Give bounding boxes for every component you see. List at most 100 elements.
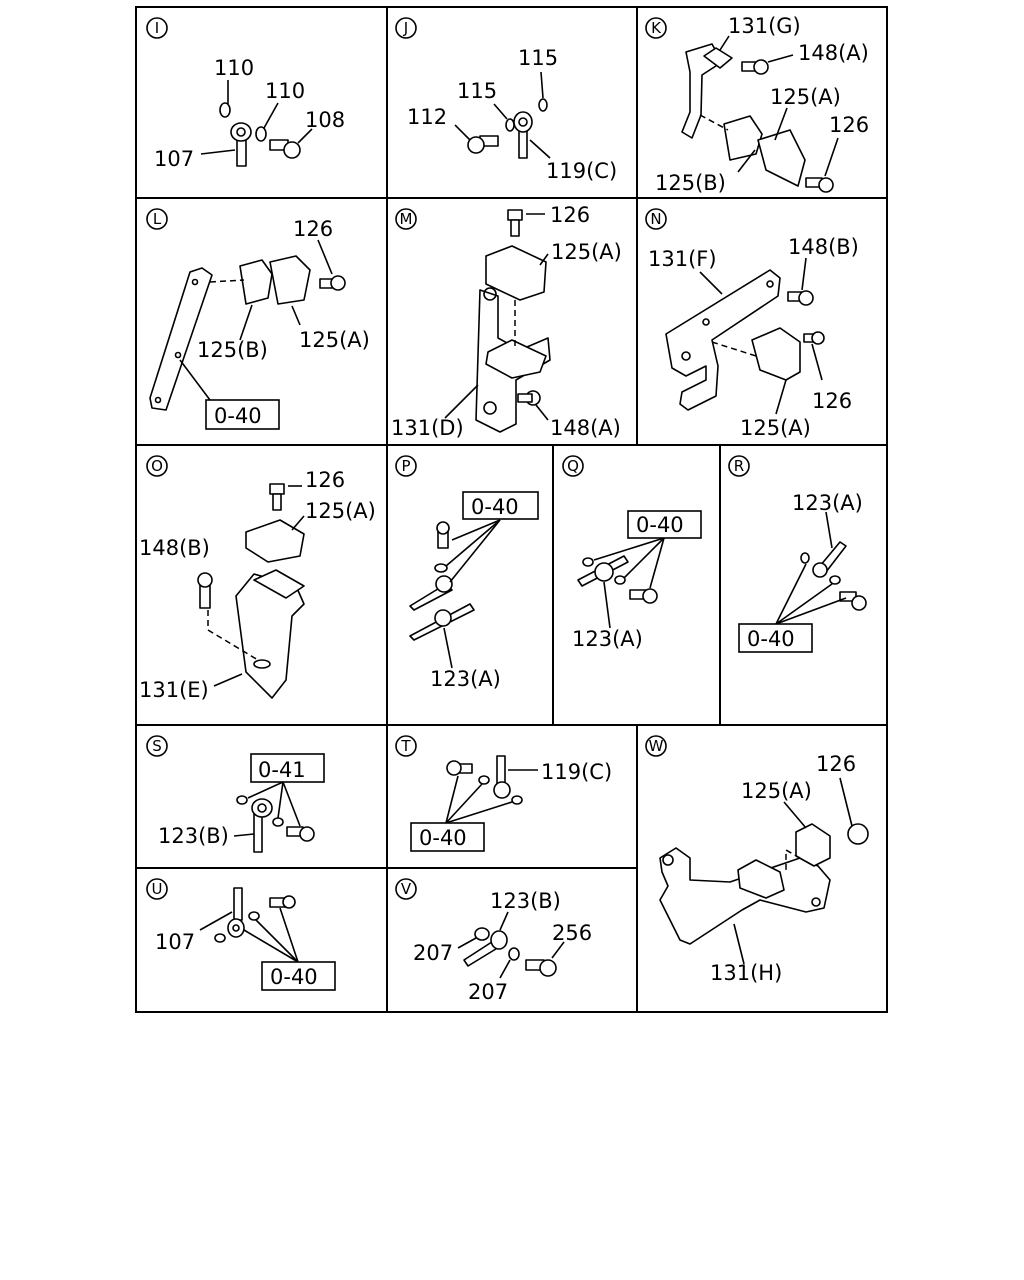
part-label: 148(B): [788, 235, 859, 259]
svg-text:O: O: [151, 457, 163, 475]
panel-l: L 126 125(B) 125(A) 0-40: [146, 208, 370, 430]
part-label: 126: [293, 217, 333, 241]
part-label: 123(A): [792, 491, 863, 515]
part-drawing: [738, 511, 867, 653]
part-label: 125(B): [197, 338, 268, 362]
panel-s: S 0-41 123(B): [146, 735, 325, 853]
panel-letter-n: N: [645, 208, 667, 230]
part-label: 125(A): [770, 85, 841, 109]
part-drawing: [454, 71, 551, 159]
ref-box: 0-40: [636, 513, 684, 537]
part-label: 126: [812, 389, 852, 413]
svg-text:I: I: [155, 19, 159, 37]
part-label: 126: [305, 468, 345, 492]
part-label: 123(B): [158, 824, 229, 848]
part-label: 148(A): [550, 416, 621, 440]
panel-j: J 115 115 112 119(C): [395, 17, 617, 183]
part-label: 115: [457, 79, 497, 103]
panel-letter-q: Q: [562, 455, 584, 477]
part-label: 125(A): [305, 499, 376, 523]
panel-letter-o: O: [146, 455, 168, 477]
svg-text:N: N: [650, 210, 661, 228]
svg-text:M: M: [400, 210, 413, 228]
panel-u: U 107 0-40: [146, 878, 336, 991]
panel-letter-k: K: [645, 17, 667, 39]
part-label: 115: [518, 46, 558, 70]
panel-t: T 119(C) 0-40: [395, 735, 612, 852]
panel-letter-r: R: [728, 455, 750, 477]
part-label: 125(B): [655, 171, 726, 195]
part-label: 131(F): [648, 247, 717, 271]
panel-r: R 123(A) 0-40: [728, 455, 867, 653]
part-label: 123(B): [490, 889, 561, 913]
ref-box: 0-40: [471, 495, 519, 519]
panel-w: W 126 125(A) 131(H): [645, 735, 869, 985]
ref-box: 0-40: [419, 826, 467, 850]
ref-box: 0-40: [747, 627, 795, 651]
part-drawing: [197, 483, 305, 699]
panel-letter-l: L: [146, 208, 168, 230]
panel-letter-w: W: [645, 735, 667, 757]
panel-letter-m: M: [395, 208, 417, 230]
ref-box: 0-40: [214, 404, 262, 428]
panel-n: N 131(F) 148(B) 126 125(A): [645, 208, 859, 440]
part-drawing: [233, 753, 325, 853]
part-label: 131(H): [710, 961, 782, 985]
svg-text:J: J: [403, 19, 408, 37]
part-label: 107: [155, 930, 195, 954]
panel-v: V 123(B) 207 256 207: [395, 878, 592, 1004]
panel-letter-i: I: [146, 17, 168, 39]
part-label: 148(B): [139, 536, 210, 560]
svg-text:S: S: [152, 737, 162, 755]
svg-text:W: W: [649, 737, 664, 755]
part-label: 131(G): [728, 14, 801, 38]
panel-letter-u: U: [146, 878, 168, 900]
part-label: 112: [407, 105, 447, 129]
part-drawing: [149, 239, 346, 430]
panel-grid: [135, 6, 888, 1013]
part-label: 126: [816, 752, 856, 776]
part-label: 131(E): [139, 678, 209, 702]
panel-m: M 126 125(A) 131(D) 148(A): [391, 203, 622, 440]
part-label: 108: [305, 108, 345, 132]
ref-box: 0-40: [270, 965, 318, 989]
part-drawing: [199, 887, 336, 991]
part-drawing: [681, 35, 839, 193]
part-drawing: [200, 80, 313, 167]
part-label: 119(C): [541, 760, 612, 784]
part-label: 125(A): [299, 328, 370, 352]
part-label: 126: [829, 113, 869, 137]
part-label: 107: [154, 147, 194, 171]
part-label: 131(D): [391, 416, 464, 440]
panel-letter-s: S: [146, 735, 168, 757]
panel-o: O 126 125(A) 148(B) 131(E): [139, 455, 376, 702]
part-label: 119(C): [546, 159, 617, 183]
part-label: 123(A): [572, 627, 643, 651]
part-label: 123(A): [430, 667, 501, 691]
part-label: 125(A): [740, 416, 811, 440]
part-drawing: [577, 510, 702, 629]
part-drawing: [665, 257, 825, 415]
panel-letter-p: P: [395, 455, 417, 477]
svg-text:K: K: [651, 19, 662, 37]
part-label: 110: [265, 79, 305, 103]
svg-text:Q: Q: [567, 457, 579, 475]
part-drawing: [410, 755, 538, 852]
svg-text:T: T: [400, 737, 411, 755]
svg-text:L: L: [153, 210, 162, 228]
part-label: 207: [468, 980, 508, 1004]
part-drawing: [409, 491, 539, 669]
part-drawing: [444, 209, 551, 433]
part-label: 148(A): [798, 41, 869, 65]
part-label: 256: [552, 921, 592, 945]
part-label: 125(A): [741, 779, 812, 803]
part-label: 126: [550, 203, 590, 227]
panel-q: Q 0-40 123(A): [562, 455, 702, 651]
part-drawing: [457, 911, 565, 979]
part-label: 110: [214, 56, 254, 80]
svg-text:P: P: [401, 457, 410, 475]
part-label: 125(A): [551, 240, 622, 264]
part-drawing: [659, 777, 869, 965]
panel-letter-j: J: [395, 17, 417, 39]
svg-text:U: U: [152, 880, 163, 898]
